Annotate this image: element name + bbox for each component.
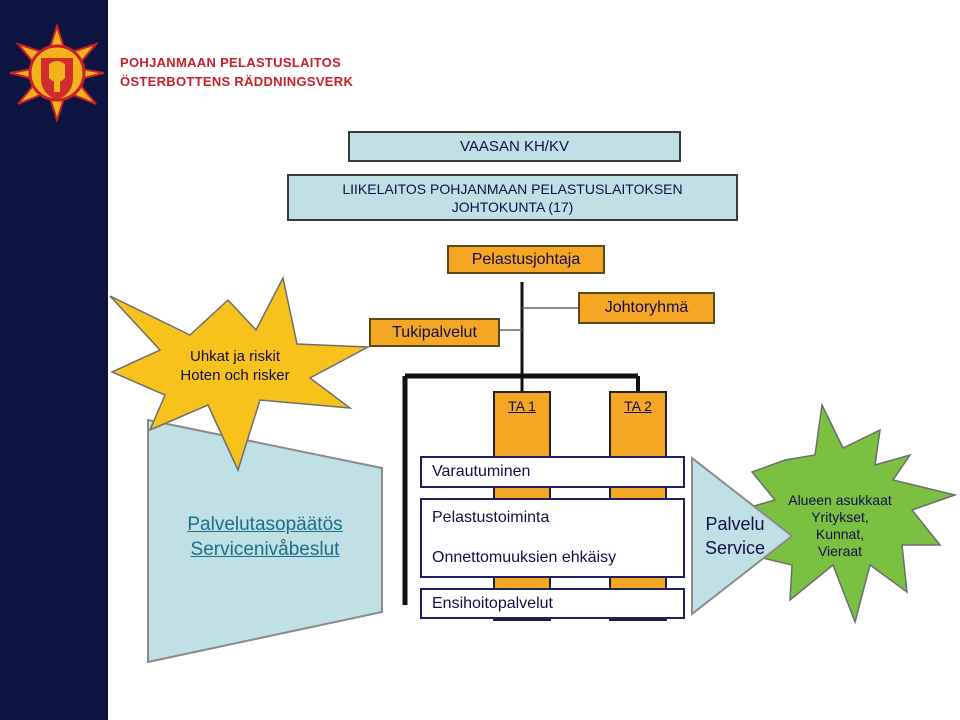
threats-text: Uhkat ja riskit Hoten och risker [150,347,320,385]
service-level-decision-text: Palvelutasopäätös Servicenivåbeslut [148,512,382,562]
service-arrow-line2: Service [704,538,766,558]
service-output-arrow [691,455,794,617]
threats-starburst [109,275,371,473]
fire-brigade-emblem-logo [9,24,105,122]
ta1-label: TA 1 [508,398,536,414]
customers-line2: Yritykset, [811,509,869,525]
threats-line2: Hoten och risker [180,367,290,384]
service-box-emergency-care: Ensihoitopalvelut [420,588,685,619]
support-services-label: Tukipalvelut [392,323,477,341]
support-services-box: Tukipalvelut [369,318,500,347]
management-group-box: Johtoryhmä [578,292,715,324]
service-arrow-text: Palvelu Service [690,512,780,560]
sidebar-band [0,0,108,720]
board-label-line1: LIIKELAITOS POHJANMAAN PELASTUSLAITOKSEN [342,180,683,197]
board-box: LIIKELAITOS POHJANMAAN PELASTUSLAITOKSEN… [287,174,738,221]
customers-text: Alueen asukkaat Yritykset, Kunnat, Viera… [772,492,908,560]
service-level-decision-line2: Servicenivåbeslut [190,539,340,560]
council-label: VAASAN KH/KV [460,138,569,155]
director-label: Pelastusjohtaja [471,250,581,268]
threats-line1: Uhkat ja riskit [189,348,281,365]
service-box-preparedness: Varautuminen [420,456,685,488]
service-arrow-line1: Palvelu [705,514,765,534]
service-label-emergency-care: Ensihoitopalvelut [432,594,553,612]
customers-line4: Vieraat [817,543,863,559]
director-box: Pelastusjohtaja [447,245,605,274]
service-level-decision-line1: Palvelutasopäätös [187,514,343,535]
ta2-label: TA 2 [624,398,652,414]
org-name-fi: POHJANMAAN PELASTUSLAITOS [120,55,342,70]
org-name-sv: ÖSTERBOTTENS RÄDDNINGSVERK [120,74,354,89]
council-box: VAASAN KH/KV [348,131,681,162]
service-box-rescue-and-prevention: Pelastustoiminta Onnettomuuksien ehkäisy [420,498,685,578]
customers-line1: Alueen asukkaat [788,492,892,508]
service-level-decision-shape [147,418,383,664]
customers-line3: Kunnat, [815,526,865,542]
service-label-preparedness: Varautuminen [432,463,531,480]
service-label-prevention: Onnettomuuksien ehkäisy [432,549,617,566]
board-label-line2: JOHTOKUNTA (17) [451,198,574,215]
service-label-rescue: Pelastustoiminta [432,509,550,526]
management-group-label: Johtoryhmä [604,299,689,316]
